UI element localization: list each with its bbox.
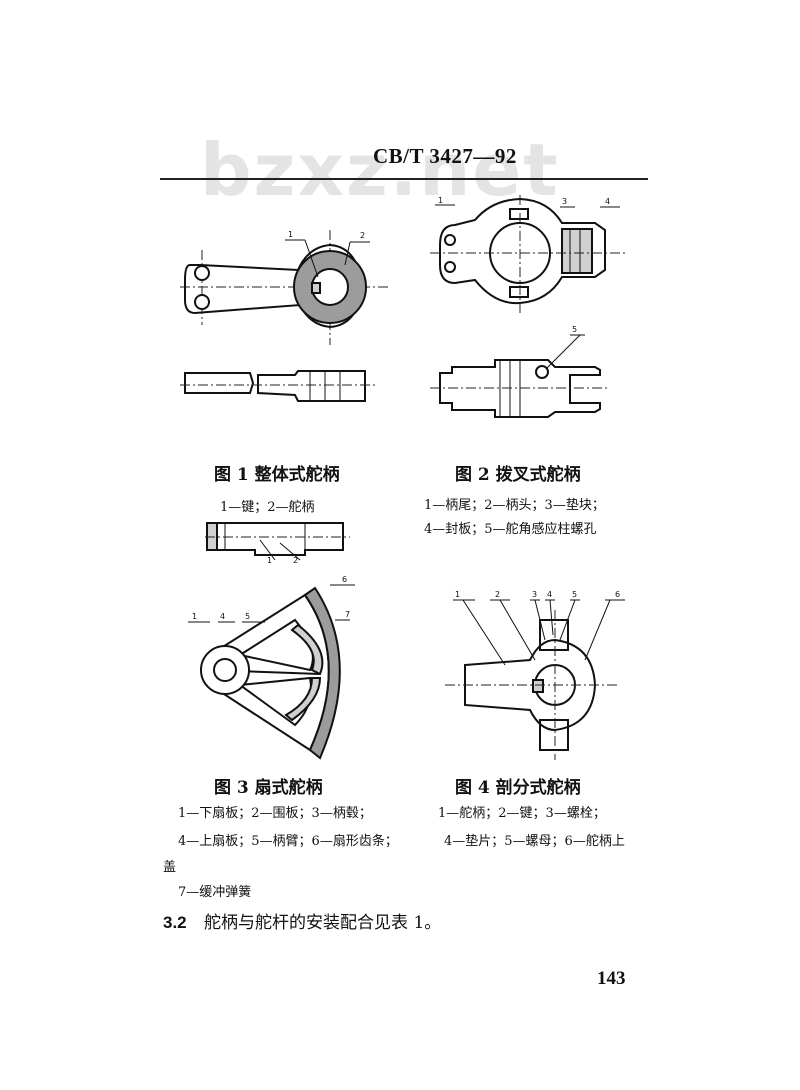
standard-code-header: CB/T 3427—92 (373, 144, 517, 168)
figure-2-legend-line-1: 1—柄尾；2—柄头；3—垫块； (424, 498, 605, 513)
fig4-callout-1: 1 (455, 590, 460, 599)
section-paragraph: 3.2 舵柄与舵杆的安装配合见表 1。 (163, 908, 441, 933)
figure-4-caption: 图 4 剖分式舵柄 (455, 778, 581, 798)
figure-2-legend-line-2: 4—封板；5—舵角感应柱螺孔 (424, 522, 597, 537)
fig3-callout-7: 7 (345, 610, 350, 619)
figure-3-caption: 图 3 扇式舵柄 (214, 778, 323, 798)
header-rule (160, 178, 648, 180)
figure-2-drawing: 1 3 4 5 (430, 195, 625, 418)
fig3-callout-4: 4 (220, 612, 225, 621)
figure-4-legend-line-3: 盖 (163, 860, 177, 875)
fig3-callout-1: 1 (192, 612, 197, 621)
watermark: bzxz.net (200, 128, 560, 212)
figure-3-legend-line-1: 1—下扇板；2—围板；3—柄毂； (178, 806, 372, 821)
fig4-callout-6: 6 (615, 590, 620, 599)
fig1-callout-2: 2 (360, 231, 365, 240)
fig4-callout-2: 2 (495, 590, 500, 599)
fig3-callout-5: 5 (245, 612, 250, 621)
section-number: 3.2 (163, 913, 187, 932)
figure-3-drawing: 6 7 1 4 5 (188, 575, 355, 760)
figure-4-legend-line-1: 1—舵柄；2—键；3—螺栓； (438, 806, 606, 821)
figure-1-legend: 1—键；2—舵柄 (220, 500, 315, 515)
fig3-callout-6: 6 (342, 575, 347, 584)
figure-3-legend-line-2: 4—上扇板；5—柄臂；6—扇形齿条； (178, 834, 398, 849)
figure-1-caption: 图 1 整体式舵柄 (214, 465, 340, 485)
figure-3-legend-line-3: 7—缓冲弹簧 (178, 885, 252, 900)
fig1b-callout-2: 2 (293, 556, 298, 565)
figure-2-caption: 图 2 拨叉式舵柄 (455, 465, 581, 485)
figure-4-legend-line-2: 4—垫片；5—螺母；6—舵柄上 (444, 834, 625, 849)
fig1b-callout-1: 1 (267, 556, 272, 565)
fig4-callout-4: 4 (547, 590, 552, 599)
fig2-callout-3: 3 (562, 197, 567, 206)
page-number: 143 (597, 968, 626, 989)
fig4-callout-5: 5 (572, 590, 577, 599)
fig4-callout-3: 3 (532, 590, 537, 599)
figure-1-drawing: 1 2 (180, 230, 390, 402)
figure-1-key-view: 1 2 (205, 522, 350, 565)
fig2-callout-5: 5 (572, 325, 577, 334)
figure-4-drawing: 1 2 3 4 5 6 (445, 590, 625, 760)
fig1-callout-1: 1 (288, 230, 293, 239)
fig2-callout-4: 4 (605, 197, 610, 206)
section-text: 舵柄与舵杆的安装配合见表 1。 (204, 913, 442, 933)
fig2-callout-1: 1 (438, 196, 443, 205)
